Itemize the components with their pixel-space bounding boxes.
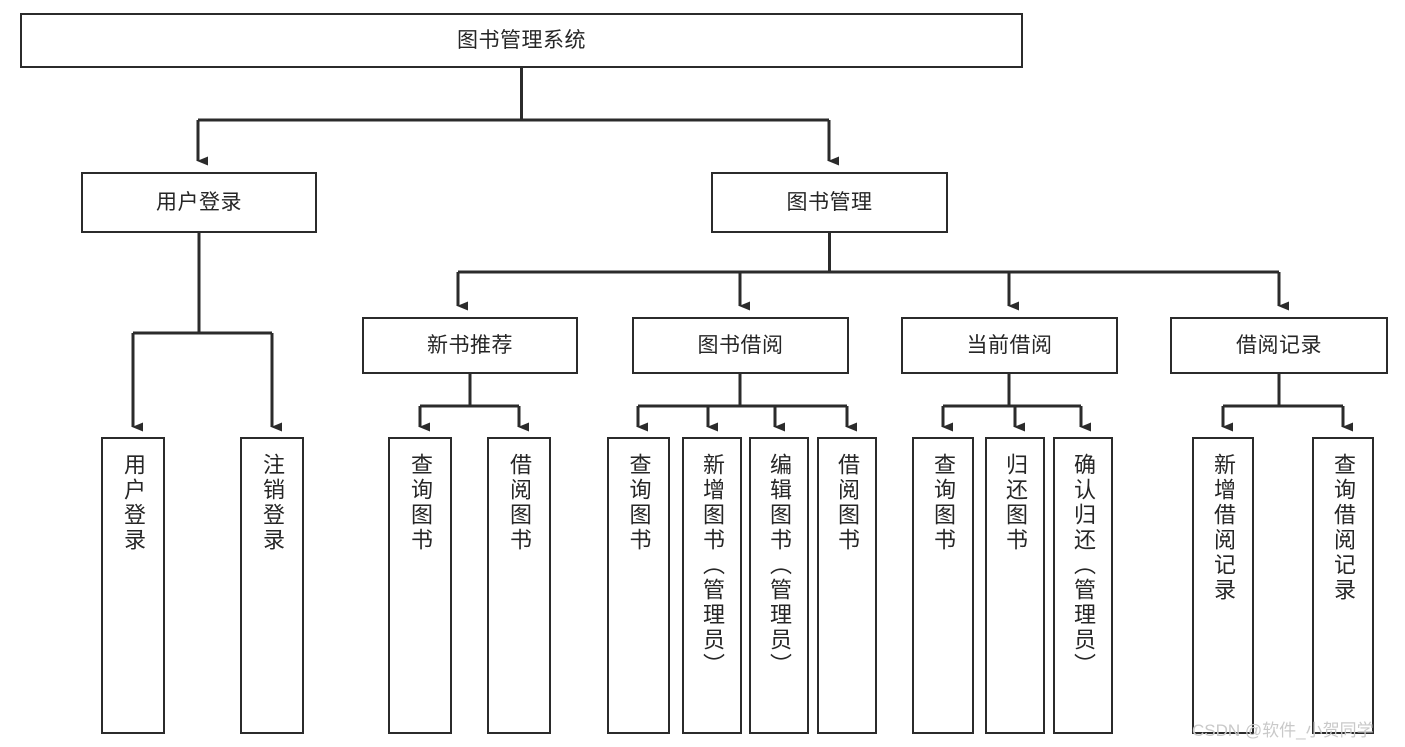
node-label: 借阅记录 bbox=[1236, 333, 1322, 357]
node-label: 图书借阅 bbox=[697, 333, 784, 357]
node-label: 新增图书（管理员） bbox=[700, 453, 725, 678]
node-label: 归还图书 bbox=[1003, 453, 1028, 553]
node-label: 借阅图书 bbox=[835, 453, 860, 553]
node-leaf-query-record[interactable]: 查询借阅记录 bbox=[1312, 437, 1374, 734]
node-leaf-user-login[interactable]: 用户登录 bbox=[101, 437, 165, 734]
node-label: 确认归还（管理员） bbox=[1071, 453, 1096, 678]
node-leaf-query-book-2[interactable]: 查询图书 bbox=[607, 437, 670, 734]
node-label: 注销登录 bbox=[260, 453, 285, 553]
node-login[interactable]: 用户登录 bbox=[81, 172, 317, 233]
node-leaf-user-logout[interactable]: 注销登录 bbox=[240, 437, 304, 734]
node-label: 图书管理 bbox=[786, 190, 873, 214]
node-label: 查询图书 bbox=[408, 453, 433, 553]
node-current[interactable]: 当前借阅 bbox=[901, 317, 1118, 374]
node-label: 查询图书 bbox=[931, 453, 956, 553]
node-label: 借阅图书 bbox=[507, 453, 532, 553]
node-records[interactable]: 借阅记录 bbox=[1170, 317, 1388, 374]
node-label: 用户登录 bbox=[121, 453, 146, 553]
node-newbook[interactable]: 新书推荐 bbox=[362, 317, 578, 374]
node-leaf-borrow-book-2[interactable]: 借阅图书 bbox=[817, 437, 877, 734]
node-leaf-query-book-1[interactable]: 查询图书 bbox=[388, 437, 452, 734]
node-leaf-borrow-book-1[interactable]: 借阅图书 bbox=[487, 437, 551, 734]
node-label: 当前借阅 bbox=[966, 333, 1053, 357]
node-label: 图书管理系统 bbox=[457, 28, 586, 52]
node-leaf-query-book-3[interactable]: 查询图书 bbox=[912, 437, 974, 734]
node-bookmgmt[interactable]: 图书管理 bbox=[711, 172, 948, 233]
node-borrow[interactable]: 图书借阅 bbox=[632, 317, 849, 374]
node-root[interactable]: 图书管理系统 bbox=[20, 13, 1023, 68]
node-leaf-add-book[interactable]: 新增图书（管理员） bbox=[682, 437, 742, 734]
csdn-watermark: CSDN @软件_小贺同学 bbox=[1192, 721, 1374, 740]
node-label: 查询借阅记录 bbox=[1331, 453, 1356, 603]
node-label: 新增借阅记录 bbox=[1211, 453, 1236, 603]
node-leaf-confirm-return[interactable]: 确认归还（管理员） bbox=[1053, 437, 1113, 734]
node-label: 查询图书 bbox=[626, 453, 652, 553]
node-label: 编辑图书（管理员） bbox=[767, 453, 792, 678]
node-leaf-add-record[interactable]: 新增借阅记录 bbox=[1192, 437, 1254, 734]
node-label: 用户登录 bbox=[156, 190, 242, 214]
node-label: 新书推荐 bbox=[427, 333, 513, 357]
node-leaf-return-book[interactable]: 归还图书 bbox=[985, 437, 1045, 734]
node-leaf-edit-book[interactable]: 编辑图书（管理员） bbox=[749, 437, 809, 734]
